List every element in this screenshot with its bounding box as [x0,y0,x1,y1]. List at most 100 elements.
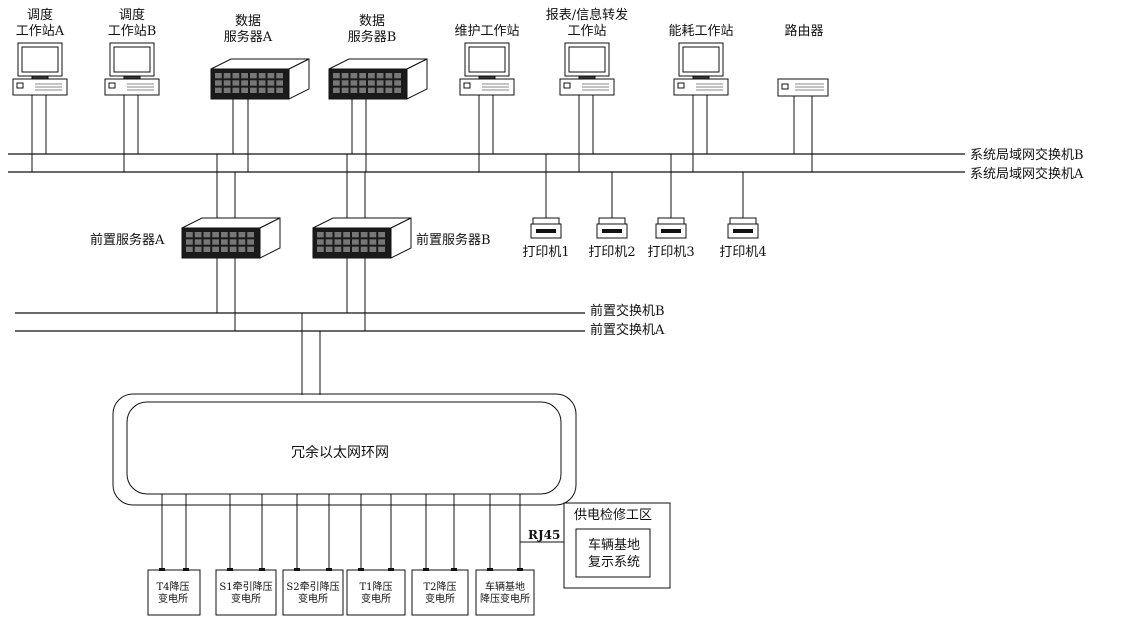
data-server-a-bay [267,73,275,79]
printer-4 [727,217,759,239]
data-server-a-bay [250,73,257,79]
printer-1-label: 打印机1 [522,245,570,260]
data-server-b-bay [359,73,366,79]
data-server-b-bay [385,73,393,79]
ws-maint-label: 维护工作站 [454,24,520,39]
substation-t4-box [147,569,201,616]
fe-server-a-bay [221,246,228,252]
data-server-a-bay [215,73,222,79]
data-server-b-bay [385,80,393,86]
fe-server-b-bay [317,246,324,252]
fe-server-a-bay [194,246,202,252]
fe-server-a-bay [194,232,202,238]
fe-server-b-bay [352,246,359,252]
data-server-b-bay [394,80,401,86]
lan-switch-a-label: 系统局域网交换机A [970,167,1084,182]
data-server-a-bay [223,73,231,79]
fe-server-a-bay [247,246,254,252]
ws-dispatch-a-screen [21,46,59,73]
substation-s2-port-2 [326,568,332,571]
fe-server-a-bay [194,239,202,245]
ws-report-label-1: 报表/信息转发 [545,8,629,23]
printer-2-label: 打印机2 [588,245,636,260]
ws-energy-label: 能耗工作站 [668,24,734,39]
substation-s2-label: S2牵引降压 变电所 [283,582,343,606]
fe-server-b-bay [360,246,368,252]
substation-t4-port-1 [159,568,165,571]
fe-server-b [312,217,412,259]
ws-dispatch-a-label-1: 调度 [26,8,54,23]
data-server-b-bay [376,80,384,86]
fe-server-a-label: 前置服务器A [90,233,165,248]
substation-s2-line1: S2牵引降压 [286,582,340,593]
data-server-b-bay [350,73,358,79]
printer-3-slot [661,229,681,233]
data-server-b-bay [350,87,358,93]
fe-server-a-bay [212,232,219,238]
substation-depot-line2: 降压变电所 [480,594,530,605]
fe-server-b-bay [378,246,385,252]
data-server-a-bay [276,73,283,79]
ws-dispatch-b-screen [113,46,151,73]
data-server-a-bay [241,80,248,86]
fe-server-b-bay [343,239,350,245]
data-server-b-bay [341,73,349,79]
router-port [781,83,789,90]
substation-s2-line2: 变电所 [298,594,328,605]
ws-dispatch-b-pc-drive [108,82,116,89]
ws-maint-pc-drive [463,82,471,89]
substation-depot-label: 车辆基地 降压变电所 [476,582,534,606]
substation-s1-port-1 [227,568,233,571]
fe-server-a-bay [186,246,193,252]
ws-report-screen [568,46,606,73]
fe-server-b-bay [369,239,377,245]
fe-switch-a-label: 前置交换机A [590,323,665,338]
fe-server-a-bay [203,246,211,252]
fe-server-a-bay [229,246,237,252]
rj45-label: RJ45 [528,528,561,542]
fe-server-a-bay [229,239,237,245]
substation-t2-port-1 [423,568,429,571]
ws-energy-pc-drive [677,82,685,89]
ring-inner [126,401,562,495]
fe-server-a [181,217,281,259]
fe-server-a-bay [238,232,246,238]
substation-t2-port-2 [451,568,457,571]
data-server-b-bay [359,80,366,86]
fe-server-a-bay [203,239,211,245]
data-server-b-label-1: 数据 [358,14,386,29]
data-server-b-bay [385,87,393,93]
printer-3-label: 打印机3 [647,245,695,260]
data-server-b-bay [394,73,401,79]
data-server-b-bay [341,80,349,86]
printer-3 [655,217,687,239]
substation-t2-line2: 变电所 [425,594,455,605]
ws-dispatch-b-label-2: 工作站B [107,24,157,39]
substation-t4-line2: 变电所 [158,594,188,605]
workshop-title: 供电检修工区 [574,508,653,523]
data-server-a-bay [276,87,283,93]
substation-s1-box [215,569,277,616]
printer-1-slot [536,229,556,233]
fe-server-a-bay [238,239,246,245]
data-server-b-bay [333,80,340,86]
substation-s1-label: S1牵引降压 变电所 [216,582,276,606]
fe-server-b-bay [352,232,359,238]
lan-switch-b-label: 系统局域网交换机B [970,148,1084,163]
printer-4-label: 打印机4 [719,245,767,260]
router-body [777,78,829,97]
data-server-a-bay [215,80,222,86]
data-server-a-bay [267,80,275,86]
ring-label: 冗余以太网环网 [291,445,389,461]
fe-server-a-bay [221,239,228,245]
ws-maint [459,42,515,96]
workshop-inner-line1: 车辆基地 [587,538,641,553]
fe-server-b-bay [360,232,368,238]
substation-t2-box [411,569,469,616]
data-server-b-bay [359,87,366,93]
fe-server-a-bay [203,232,211,238]
ws-energy-screen [682,46,720,73]
data-server-b-bay [376,87,384,93]
